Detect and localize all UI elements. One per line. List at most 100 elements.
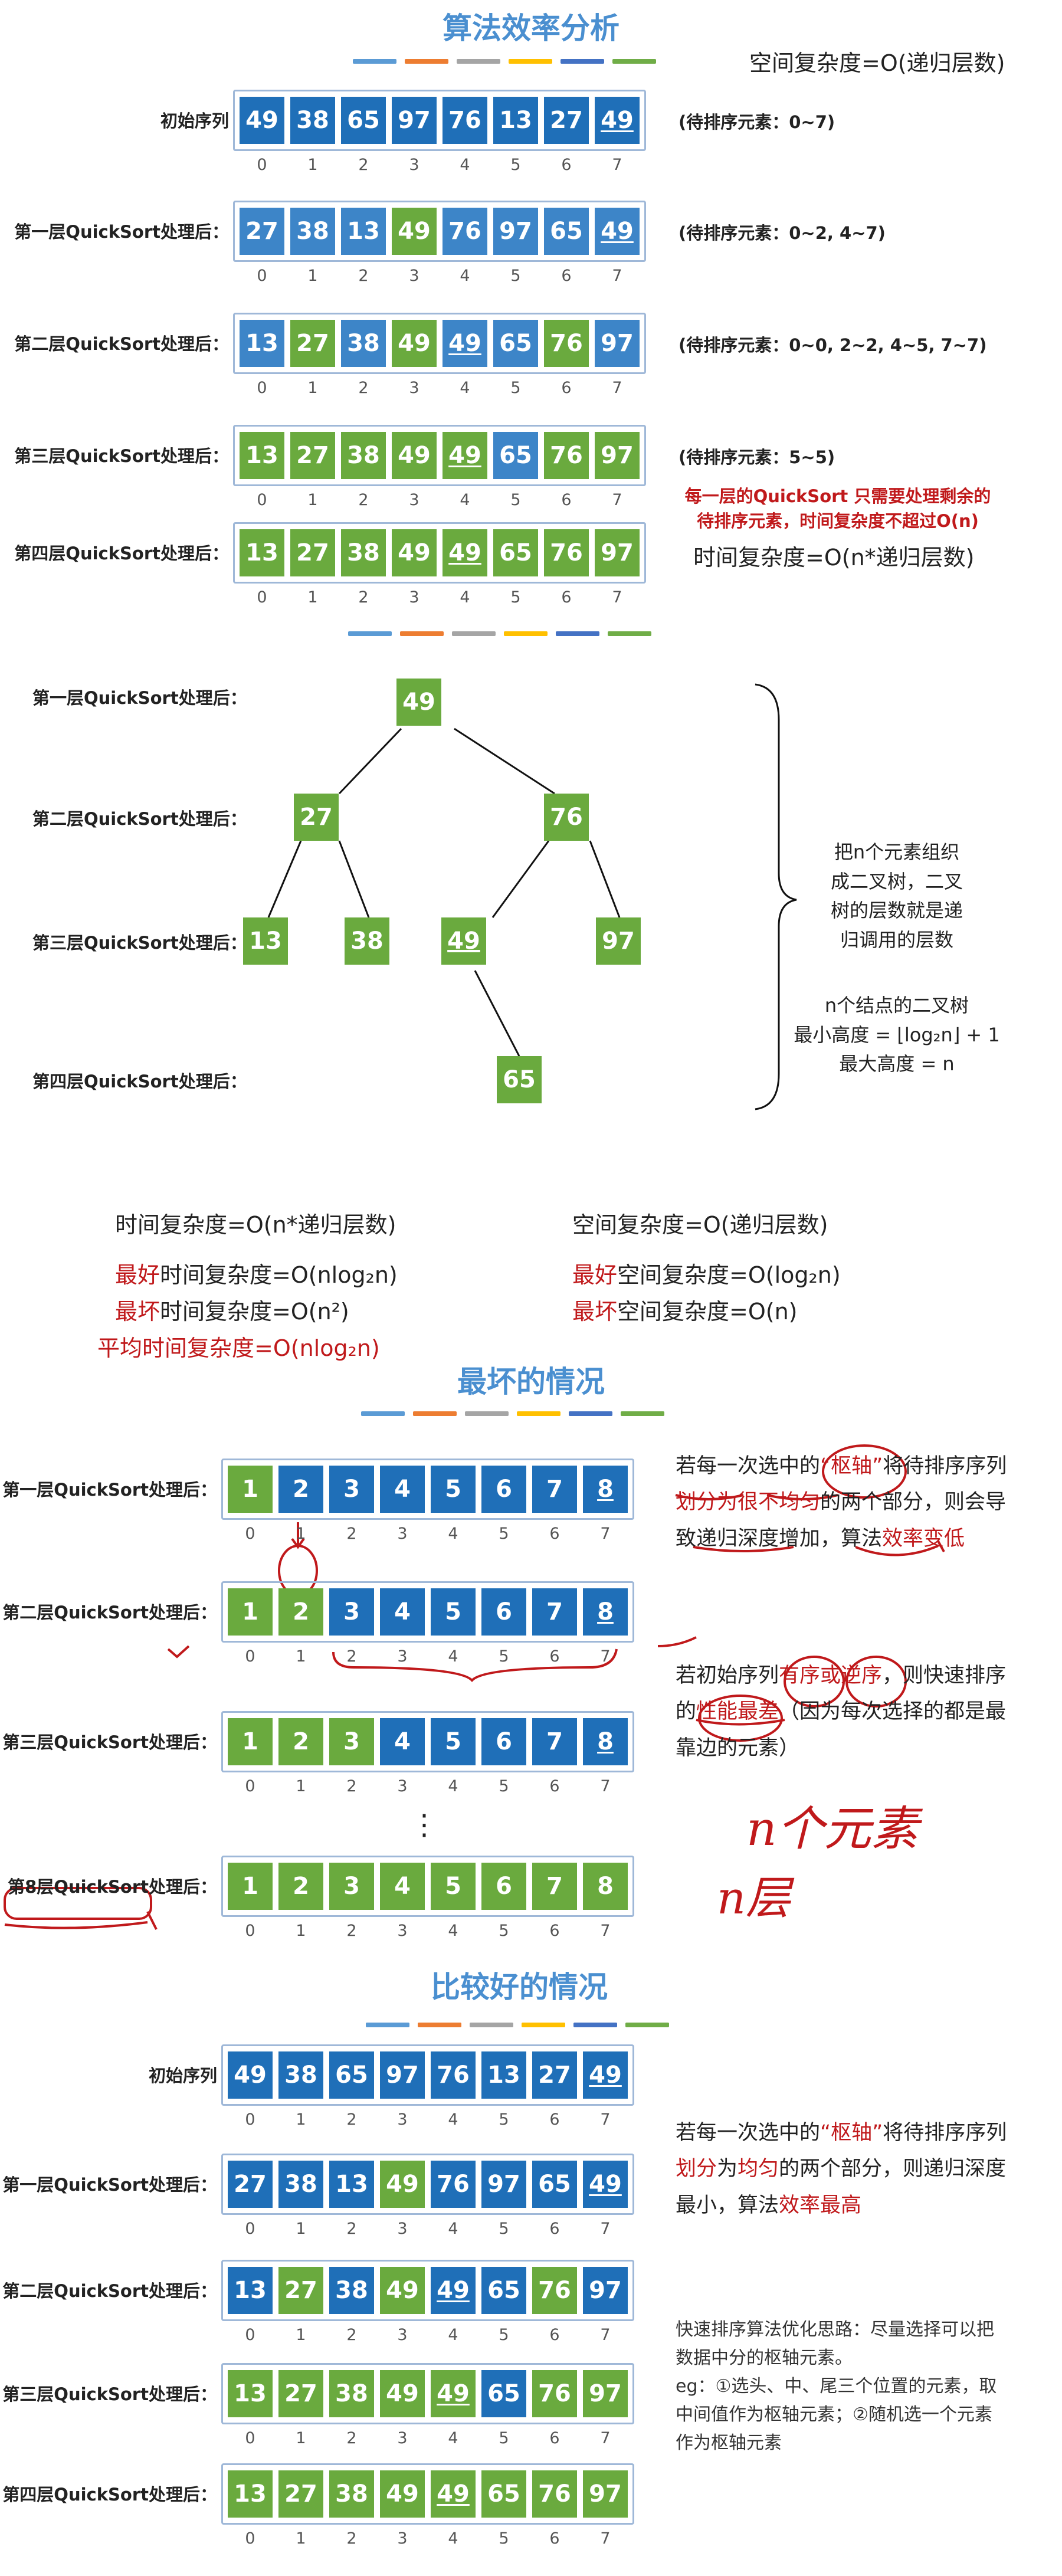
index-label: 0 bbox=[245, 2326, 255, 2344]
index-label: 5 bbox=[510, 491, 521, 509]
array-cell: 4 bbox=[380, 1466, 425, 1513]
array-cell: 38 bbox=[290, 97, 335, 144]
index-label: 7 bbox=[600, 2429, 611, 2447]
index-label: 7 bbox=[612, 267, 622, 285]
good-row-label: 第一层QuickSort处理后： bbox=[2, 2175, 217, 2195]
section1-row-label: 第三层QuickSort处理后： bbox=[14, 446, 229, 466]
pivot-underline: 49 bbox=[448, 442, 481, 469]
index-label: 3 bbox=[397, 2110, 408, 2129]
array-cell: 27 bbox=[278, 2470, 323, 2518]
w-p2g: 靠边的元素） bbox=[676, 1736, 800, 1760]
pivot-underline: 49 bbox=[589, 2062, 622, 2089]
index-label: 0 bbox=[257, 588, 267, 607]
worst-row-label: 第8层QuickSort处理后： bbox=[8, 1877, 217, 1897]
worst-time-label: 最坏 bbox=[115, 1299, 160, 1325]
index-label: 5 bbox=[499, 2220, 509, 2238]
avg-time: 平均时间复杂度=O(nlog₂n) bbox=[97, 1335, 380, 1361]
opt-line-4: 中间值作为枢轴元素；②随机选一个元素 bbox=[676, 2404, 992, 2425]
array-cell: 38 bbox=[290, 208, 335, 255]
index-label: 3 bbox=[397, 2529, 408, 2548]
index-label: 5 bbox=[499, 2110, 509, 2129]
index-label: 0 bbox=[245, 1777, 255, 1795]
index-label: 4 bbox=[460, 267, 470, 285]
tree-stripe bbox=[348, 631, 651, 636]
array-cell: 38 bbox=[278, 2051, 323, 2099]
array-cell: 49 bbox=[431, 2267, 476, 2314]
opt-line-1: 快速排序算法优化思路：尽量选择可以把 bbox=[676, 2319, 994, 2340]
array-cell: 97 bbox=[481, 2161, 526, 2208]
index-label: 3 bbox=[397, 1777, 408, 1795]
index-label: 5 bbox=[499, 2326, 509, 2344]
array-cell: 65 bbox=[493, 529, 538, 576]
tree-expl-line-1: 把n个元素组织 bbox=[834, 841, 960, 863]
array-cell: 49 bbox=[228, 2051, 273, 2099]
array-cell: 38 bbox=[341, 432, 386, 479]
index-label: 6 bbox=[549, 2326, 560, 2344]
pivot-underline: 8 bbox=[597, 1598, 614, 1625]
index-label: 1 bbox=[296, 2220, 306, 2238]
tree-node: 13 bbox=[243, 917, 288, 965]
tree-expl-line-2: 成二叉树，二叉 bbox=[830, 870, 963, 893]
worst-explanation: 若每一次选中的“枢轴”将待排序序列 划分为很不均匀的两个部分，则会导 致递归深度… bbox=[676, 1448, 1041, 1557]
section1-row-label: 第一层QuickSort处理后： bbox=[14, 222, 229, 242]
array-cell: 49 bbox=[240, 97, 284, 144]
array-cell: 76 bbox=[431, 2051, 476, 2099]
section1-row-note: (待排序元素：5~5) bbox=[678, 447, 835, 467]
index-label: 6 bbox=[561, 491, 572, 509]
array-cell: 65 bbox=[493, 432, 538, 479]
array-cell: 65 bbox=[544, 208, 589, 255]
time-complexity-title: 时间复杂度=O(n*递归层数) bbox=[115, 1212, 396, 1238]
array-cell: 97 bbox=[583, 2470, 628, 2518]
time-complexity-note: 时间复杂度=O(n*递归层数) bbox=[693, 545, 975, 571]
w-p1g: 致递归深度增加，算法 bbox=[676, 1526, 883, 1551]
array-cell: 38 bbox=[341, 320, 386, 367]
array-cell: 27 bbox=[290, 432, 335, 479]
array-cell: 97 bbox=[595, 529, 640, 576]
pivot-underline: 49 bbox=[447, 928, 480, 955]
worst-space: 最坏空间复杂度=O(n) bbox=[572, 1293, 798, 1326]
tree-level-label: 第二层QuickSort处理后： bbox=[32, 809, 247, 829]
tree-expl-line-4: 归调用的层数 bbox=[840, 928, 953, 951]
index-label: 6 bbox=[549, 2220, 560, 2238]
array-cell: 76 bbox=[544, 320, 589, 367]
array-cell: 2 bbox=[278, 1466, 323, 1513]
array-cell: 27 bbox=[240, 208, 284, 255]
array-cell: 49 bbox=[442, 320, 487, 367]
array-cell: 49 bbox=[380, 2470, 425, 2518]
array-cell: 65 bbox=[481, 2370, 526, 2417]
array-cell: 76 bbox=[442, 97, 487, 144]
array-cell: 13 bbox=[228, 2370, 273, 2417]
index-label: 3 bbox=[397, 2429, 408, 2447]
array-cell: 7 bbox=[532, 1466, 577, 1513]
index-label: 1 bbox=[296, 1525, 306, 1543]
opt-line-3: eg：①选头、中、尾三个位置的元素，取 bbox=[676, 2376, 997, 2397]
g-ph: 最小，算法 bbox=[676, 2193, 779, 2217]
tree-height-line-3: 最大高度 = n bbox=[839, 1053, 955, 1076]
g-pc: 将待排序序列 bbox=[883, 2121, 1007, 2145]
array-cell: 4 bbox=[380, 1863, 425, 1910]
index-label: 7 bbox=[600, 1922, 611, 1940]
index-label: 2 bbox=[346, 1777, 357, 1795]
array-cell: 49 bbox=[392, 208, 437, 255]
array-cell: 76 bbox=[532, 2267, 577, 2314]
index-label: 7 bbox=[612, 379, 622, 397]
optimization-note: 快速排序算法优化思路：尽量选择可以把 数据中分的枢轴元素。 eg：①选头、中、尾… bbox=[676, 2316, 1047, 2457]
index-label: 1 bbox=[307, 379, 318, 397]
index-label: 4 bbox=[448, 2220, 458, 2238]
tree-height-note: n个结点的二叉树 最小高度 = ⌊log₂n⌋ + 1 最大高度 = n bbox=[779, 991, 1015, 1079]
index-label: 0 bbox=[257, 379, 267, 397]
array-cell: 49 bbox=[380, 2370, 425, 2417]
index-label: 5 bbox=[510, 588, 521, 607]
g-pe: 为 bbox=[717, 2157, 738, 2181]
index-label: 3 bbox=[409, 588, 419, 607]
index-label: 3 bbox=[409, 267, 419, 285]
index-label: 7 bbox=[600, 1525, 611, 1543]
